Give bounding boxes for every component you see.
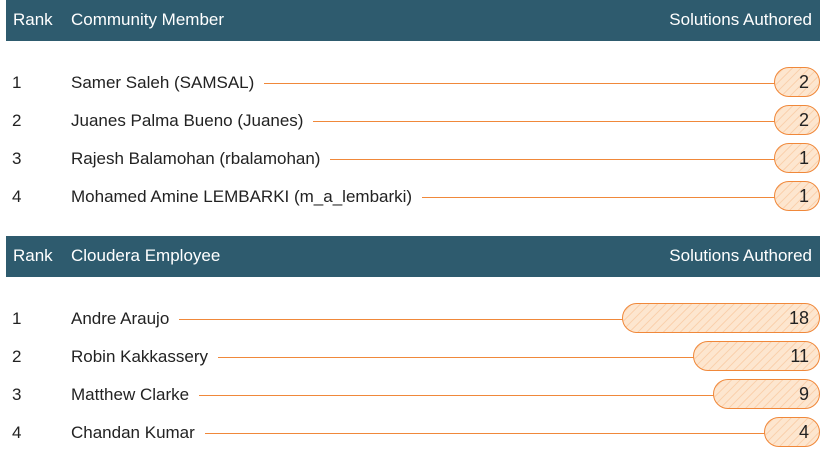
community-row-4: 4 Mohamed Amine LEMBARKI (m_a_lembarki) … <box>6 179 820 217</box>
community-row-2: 2 Juanes Palma Bueno (Juanes) 2 <box>6 103 820 141</box>
rank-number: 2 <box>12 347 22 366</box>
community-leaderboard: Rank Community Member Solutions Authored… <box>6 0 820 217</box>
solutions-count-pill: 2 <box>774 105 820 135</box>
community-member-header: Community Member <box>71 10 225 29</box>
employee-solutions-header: Solutions Authored <box>669 246 812 265</box>
member-name[interactable]: Samer Saleh (SAMSAL) <box>71 73 265 93</box>
rank-number: 4 <box>12 423 22 442</box>
member-name[interactable]: Robin Kakkassery <box>71 347 219 367</box>
community-rank-header: Rank <box>13 10 53 29</box>
solutions-count-pill: 18 <box>622 303 820 333</box>
employee-leaderboard: Rank Cloudera Employee Solutions Authore… <box>6 236 820 453</box>
leader-line <box>179 319 810 320</box>
rank-number: 3 <box>12 149 22 168</box>
member-name[interactable]: Andre Araujo <box>71 309 180 329</box>
employee-rows: 1 Andre Araujo 18 2 Robin Kakkassery 11 … <box>6 301 820 453</box>
member-name[interactable]: Matthew Clarke <box>71 385 200 405</box>
community-row-3: 3 Rajesh Balamohan (rbalamohan) 1 <box>6 141 820 179</box>
rank-number: 2 <box>12 111 22 130</box>
leader-line <box>264 83 810 84</box>
employee-row-2: 2 Robin Kakkassery 11 <box>6 339 820 377</box>
community-header: Rank Community Member Solutions Authored <box>6 0 820 41</box>
rank-number: 1 <box>12 73 22 92</box>
solutions-count-pill: 1 <box>774 143 820 173</box>
solutions-count-pill: 2 <box>774 67 820 97</box>
solutions-count-pill: 9 <box>713 379 820 409</box>
employee-member-header: Cloudera Employee <box>71 246 221 265</box>
employee-header: Rank Cloudera Employee Solutions Authore… <box>6 236 820 277</box>
member-name[interactable]: Juanes Palma Bueno (Juanes) <box>71 111 314 131</box>
employee-row-4: 4 Chandan Kumar 4 <box>6 415 820 453</box>
rank-number: 1 <box>12 309 22 328</box>
leader-line <box>218 357 810 358</box>
community-rows: 1 Samer Saleh (SAMSAL) 2 2 Juanes Palma … <box>6 65 820 217</box>
community-solutions-header: Solutions Authored <box>669 10 812 29</box>
community-row-1: 1 Samer Saleh (SAMSAL) 2 <box>6 65 820 103</box>
solutions-count-pill: 11 <box>693 341 820 371</box>
employee-rank-header: Rank <box>13 246 53 265</box>
member-name[interactable]: Rajesh Balamohan (rbalamohan) <box>71 149 331 169</box>
leader-line <box>313 121 810 122</box>
member-name[interactable]: Chandan Kumar <box>71 423 205 443</box>
rank-number: 4 <box>12 187 22 206</box>
solutions-count-pill: 4 <box>764 417 820 447</box>
employee-row-1: 1 Andre Araujo 18 <box>6 301 820 339</box>
rank-number: 3 <box>12 385 22 404</box>
leader-line <box>205 433 810 434</box>
leader-line <box>330 159 810 160</box>
employee-row-3: 3 Matthew Clarke 9 <box>6 377 820 415</box>
solutions-count-pill: 1 <box>774 181 820 211</box>
leader-line <box>199 395 810 396</box>
member-name[interactable]: Mohamed Amine LEMBARKI (m_a_lembarki) <box>71 187 423 207</box>
leader-line <box>422 197 810 198</box>
